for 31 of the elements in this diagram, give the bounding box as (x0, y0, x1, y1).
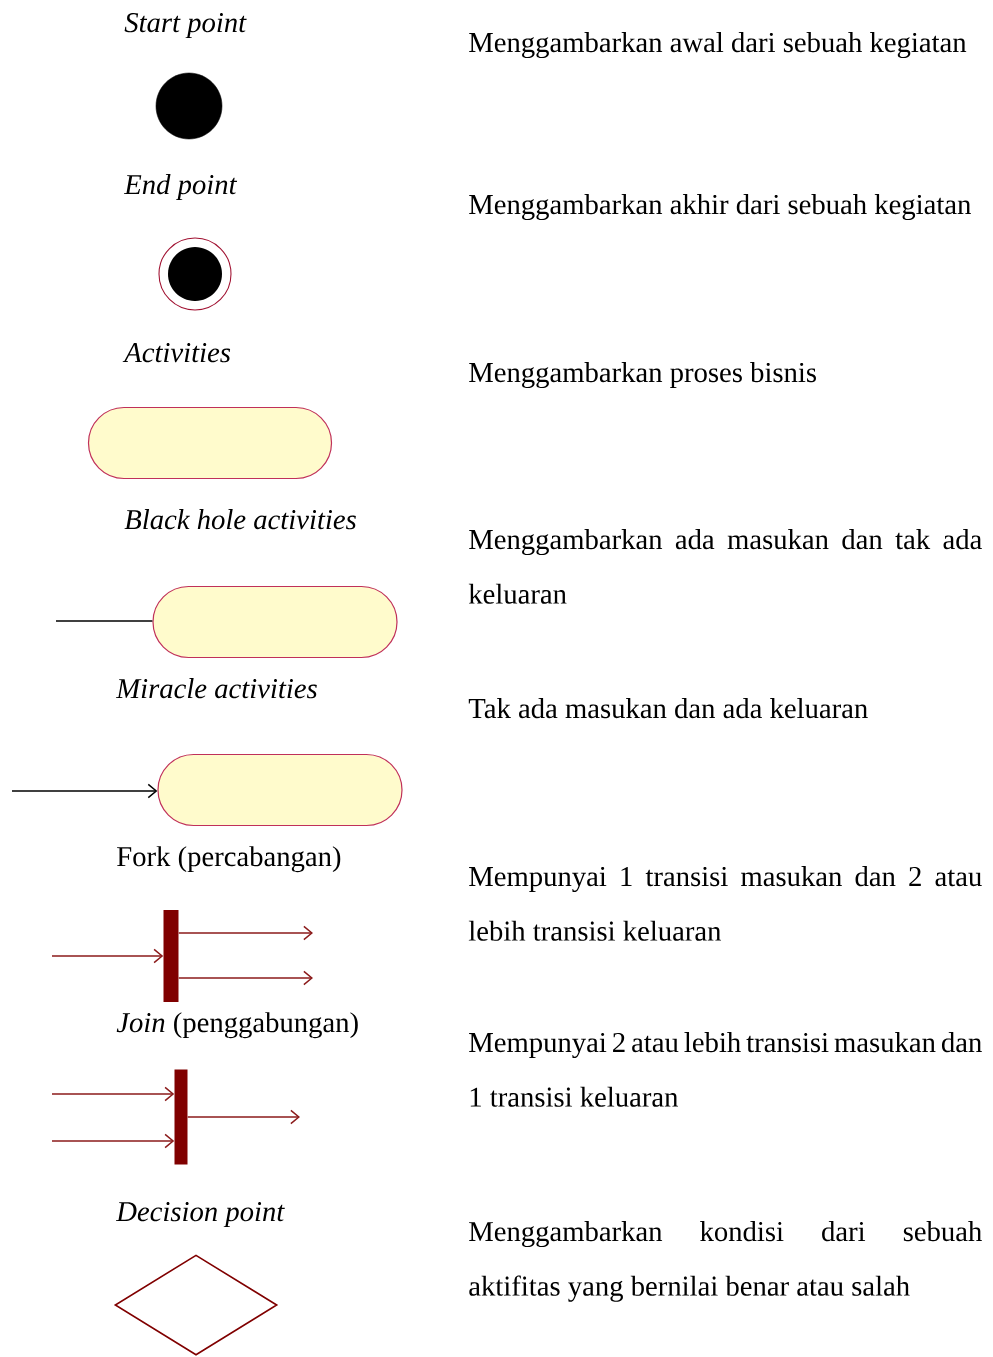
arrow (187, 1109, 300, 1125)
start-point-circle (155, 72, 223, 140)
symbol-name: Black hole activities (124, 509, 356, 530)
activity-shape (157, 753, 403, 827)
symbol-name: Activities (122, 343, 231, 363)
fork-bar (163, 910, 179, 1002)
description-text: Menggambarkan proses bisnis (469, 362, 816, 389)
arrow (178, 970, 313, 986)
arrow (11, 783, 158, 799)
symbol-name: Fork (percabangan) (117, 846, 341, 873)
description-text: Menggambarkan ada masukan dan tak ada keluaran (468, 529, 982, 604)
arrow (51, 1086, 175, 1102)
description-text: Mempunyai 2 atau lebih transisi masukan dan 1 transisi keluaran (469, 1032, 982, 1107)
symbol-name: Start point (124, 13, 247, 39)
line (55, 620, 154, 622)
description-text: Mempunyai 1 transisi masukan dan 2 atau lebih transisi keluaran (468, 866, 982, 941)
symbol-name: Decision point (115, 1202, 285, 1228)
symbol-name: Join (penggabungan) (116, 1012, 358, 1039)
description-text: Menggambarkan kondisi dari sebuah aktifitas yang bernilai benar atau salah (469, 1221, 982, 1302)
activity-shape (87, 406, 333, 480)
arrow (51, 1133, 175, 1149)
arrow (51, 948, 164, 964)
description-text: Menggambarkan awal dari sebuah kegiatan (469, 32, 967, 59)
arrow (178, 925, 313, 941)
symbol-name: End point (123, 174, 238, 201)
description-text: Menggambarkan akhir dari sebuah kegiatan (469, 194, 971, 221)
description-text: Tak ada masukan dan ada keluaran (468, 698, 868, 719)
end-point-circle (158, 237, 232, 311)
join-bar (174, 1069, 188, 1165)
activity-shape (152, 585, 398, 659)
symbol-name: Miracle activities (115, 678, 317, 699)
